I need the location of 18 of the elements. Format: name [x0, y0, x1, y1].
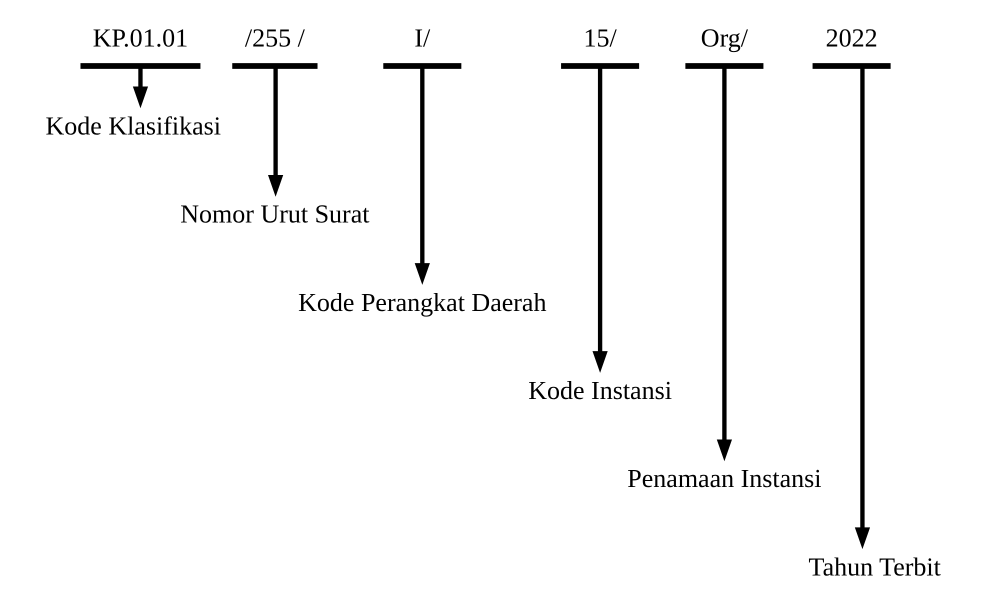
node-text: Kode Perangkat Daerah	[298, 288, 546, 317]
node-text: I/	[414, 23, 430, 52]
node-text: KP.01.01	[92, 23, 188, 52]
node-text: Org/	[700, 23, 748, 52]
node-text: Tahun Terbit	[808, 552, 941, 582]
node-text: 2022	[826, 23, 878, 52]
arrow	[592, 66, 608, 373]
node-text: Kode Klasifikasi	[46, 112, 221, 141]
arrow	[132, 66, 148, 108]
node-text: /255 /	[244, 23, 305, 52]
node-text: Penamaan Instansi	[627, 464, 822, 494]
node-text: 15/	[583, 23, 617, 52]
node-text: Kode Instansi	[528, 376, 672, 406]
arrow	[716, 66, 732, 462]
arrow	[268, 66, 284, 197]
arrow	[854, 66, 870, 550]
node-text: Nomor Urut Surat	[180, 200, 370, 229]
arrow	[414, 66, 430, 285]
